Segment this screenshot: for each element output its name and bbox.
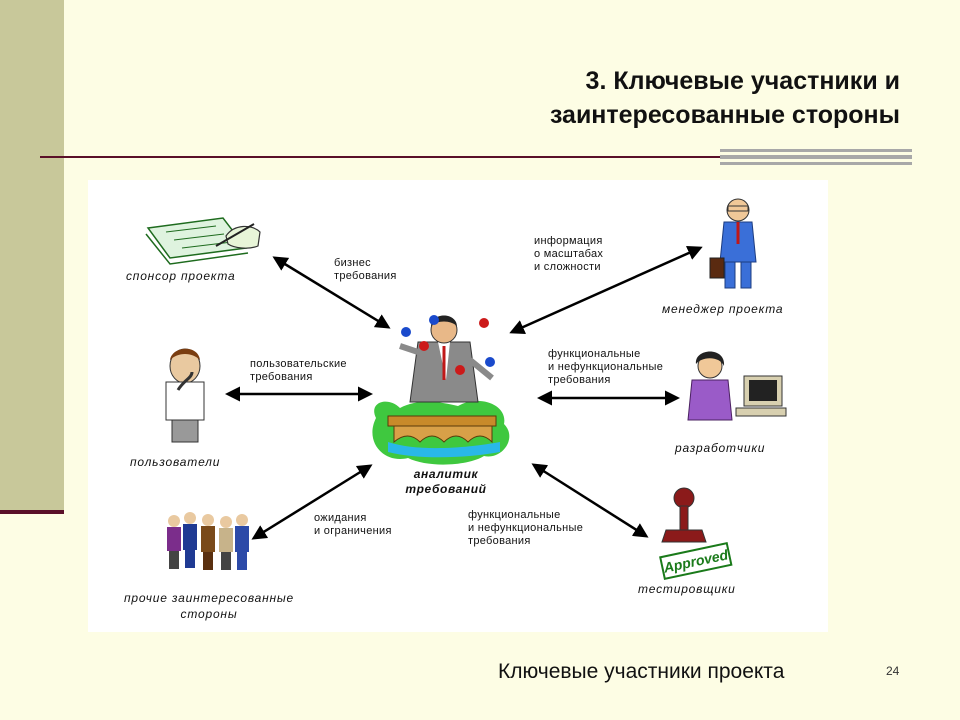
arrow-others [251, 464, 373, 540]
node-label-others-line2: стороны [180, 607, 238, 621]
node-label-sponsor: спонсор проекта [126, 269, 236, 283]
arrow-manager [509, 246, 703, 334]
node-label-manager: менеджер проекта [662, 302, 784, 316]
title-stripe [720, 149, 912, 152]
node-label-testers: тестировщики [638, 582, 736, 596]
title-stripe [720, 162, 912, 165]
manager-icon [709, 198, 757, 289]
node-label-others-line1: прочие заинтересованные [123, 591, 295, 605]
developer-icon [687, 351, 787, 421]
edge-label-sponsor: бизнес требования [334, 257, 397, 282]
edge-label-users: пользовательские требования [250, 358, 347, 383]
node-label-analyst: аналитик требований [380, 467, 512, 497]
arrow-testers [531, 463, 649, 538]
node-label-developers: разработчики [675, 441, 766, 455]
stakeholder-diagram: Approved спонсор проекта пользователи [88, 180, 828, 632]
left-accent-underline [0, 510, 64, 514]
edge-label-developers: функциональные и нефункциональные требов… [548, 348, 664, 386]
left-accent-bar [0, 0, 64, 512]
arrows [225, 246, 703, 540]
sponsor-icon [145, 217, 261, 265]
edge-label-others: ожидания и ограничения [314, 512, 392, 537]
slide-title: 3. Ключевые участники и заинтересованные… [380, 64, 900, 132]
analyst-icon [372, 315, 510, 465]
title-line-2: заинтересованные стороны [549, 101, 900, 129]
user-icon [165, 348, 205, 443]
node-label-analyst-line1: аналитик [413, 467, 479, 481]
others-group-icon [167, 512, 249, 570]
title-line-1: 3. Ключевые участники и [585, 67, 900, 95]
edge-label-testers: функциональные и нефункциональные требов… [468, 509, 584, 547]
approved-stamp-icon: Approved [659, 487, 733, 581]
title-divider [40, 156, 912, 158]
page-number: 24 [886, 664, 900, 678]
title-stripe [720, 155, 912, 159]
slide-caption: Ключевые участники проекта [498, 660, 785, 683]
node-label-others: прочие заинтересованные стороны [104, 590, 314, 622]
node-label-users: пользователи [130, 455, 221, 469]
diagram-graphics: Approved [145, 198, 787, 581]
arrow-sponsor [272, 256, 391, 329]
edge-label-manager: информация о масштабах и сложности [534, 235, 604, 273]
node-label-analyst-line2: требований [405, 482, 487, 496]
